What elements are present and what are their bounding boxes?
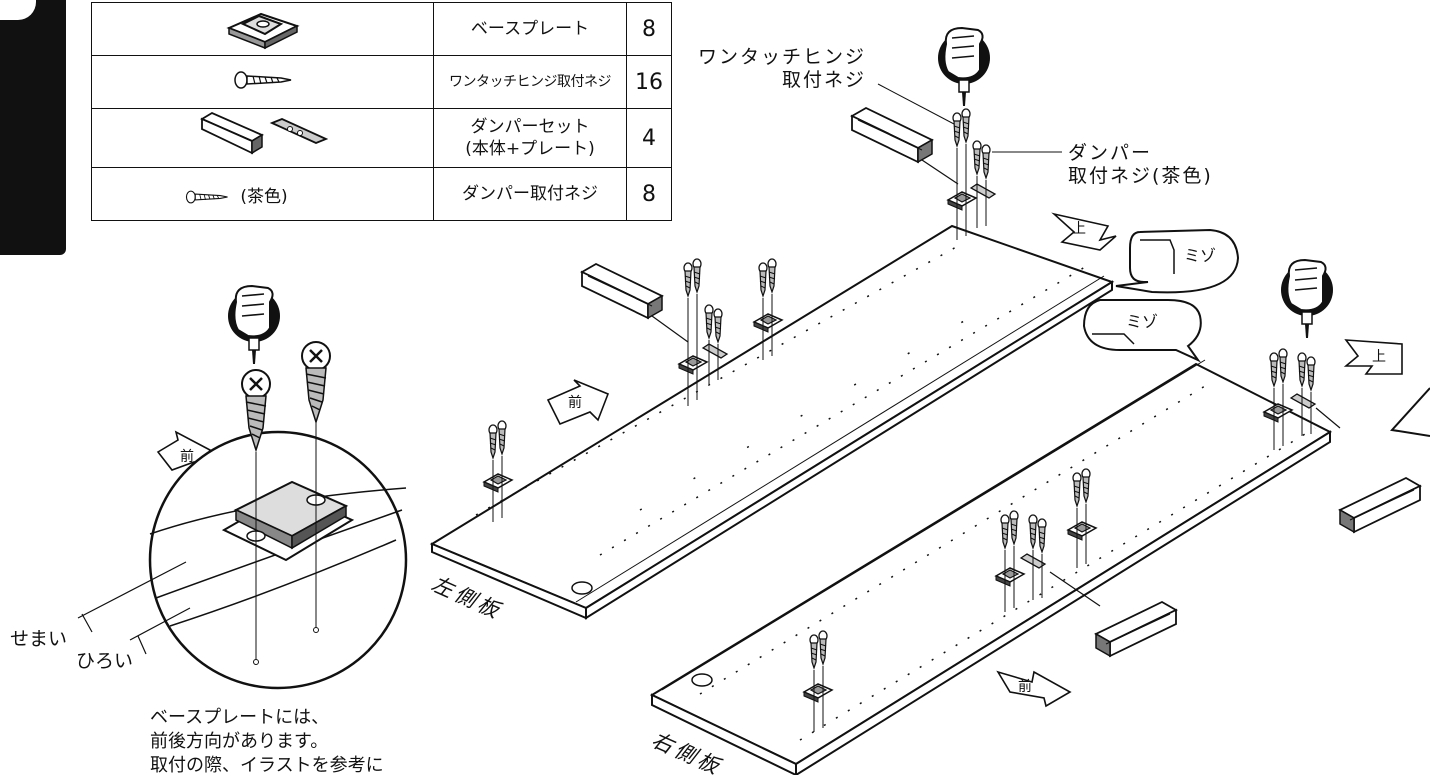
parts-name-line1: ダンパーセット	[470, 117, 590, 137]
step-number-tab	[0, 0, 66, 255]
bubble-edge-right	[1390, 387, 1430, 437]
large-screws	[241, 341, 331, 453]
parts-row-base-plate: ベースプレート 8	[91, 2, 672, 56]
left-panel-label: 左側板	[427, 571, 507, 625]
base-plate-note: ベースプレートには、 前後方向があります。 取付の際、イラストを参考に	[150, 706, 384, 774]
front-label: 前	[180, 449, 194, 465]
parts-name-line2: (本体+プレート)	[465, 139, 595, 159]
up-label: 上	[1072, 221, 1086, 237]
hinge-screw-label: ワンタッチヒンジ 取付ネジ	[698, 46, 866, 92]
up-label: 上	[1372, 349, 1386, 365]
parts-qty: 8	[626, 2, 672, 56]
parts-table: ベースプレート 8 ワンタッチヒンジ取付ネジ 16	[91, 2, 672, 221]
left-side-panel	[429, 224, 1115, 620]
screwdriver-hand-icon	[227, 285, 281, 365]
hinge-screw-label-line1: ワンタッチヒンジ	[698, 46, 867, 68]
parts-name: ベースプレート	[433, 2, 627, 56]
front-label: 前	[1018, 679, 1032, 695]
parts-qty: 4	[626, 108, 672, 168]
parts-row-damper-set: ダンパーセット (本体+プレート) 4	[91, 108, 672, 168]
parts-qty: 8	[626, 167, 672, 221]
wide-label: ひろい	[76, 650, 134, 672]
screwdriver-hand-icon	[937, 27, 991, 107]
damper-screw-label-line1: ダンパー	[1068, 142, 1153, 164]
screw-icon	[233, 71, 291, 89]
step-number-tab-notch	[0, 0, 36, 20]
parts-qty: 16	[626, 55, 672, 109]
damper-screw-label: ダンパー 取付ネジ(茶色)	[1068, 142, 1213, 188]
damper-bodies	[581, 107, 1421, 657]
screw-icon	[185, 190, 228, 203]
screwdriver-hand-icon	[1280, 259, 1334, 339]
damper-set-icon	[199, 111, 328, 155]
groove-label: ミゾ	[1184, 246, 1217, 265]
damper-screws	[702, 140, 1316, 600]
detail-circle	[77, 400, 408, 690]
front-label: 前	[568, 395, 582, 411]
note-line1: ベースプレートには、	[150, 707, 330, 728]
base-plate-icon	[225, 12, 300, 50]
parts-name: ワンタッチヒンジ取付ネジ	[433, 55, 627, 109]
parts-icon-note: (茶色)	[240, 186, 288, 207]
parts-name: ダンパー取付ネジ	[433, 167, 627, 221]
parts-row-damper-screw: (茶色) ダンパー取付ネジ 8	[91, 167, 672, 221]
right-panel-label: 右側板	[647, 727, 727, 781]
hinge-screw-label-line2: 取付ネジ	[782, 69, 867, 91]
groove-label: ミゾ	[1126, 312, 1159, 331]
note-line2: 前後方向があります。	[150, 731, 329, 752]
note-line3: 取付の際、イラストを参考に	[150, 755, 384, 774]
groove-bubble-upper	[1115, 228, 1240, 294]
damper-screw-label-line2: 取付ネジ(茶色)	[1068, 165, 1213, 187]
parts-row-hinge-screw: ワンタッチヒンジ取付ネジ 16	[91, 55, 672, 109]
right-side-panel	[649, 359, 1333, 775]
front-arrow-right-panel	[996, 670, 1072, 708]
narrow-label: せまい	[10, 628, 68, 650]
